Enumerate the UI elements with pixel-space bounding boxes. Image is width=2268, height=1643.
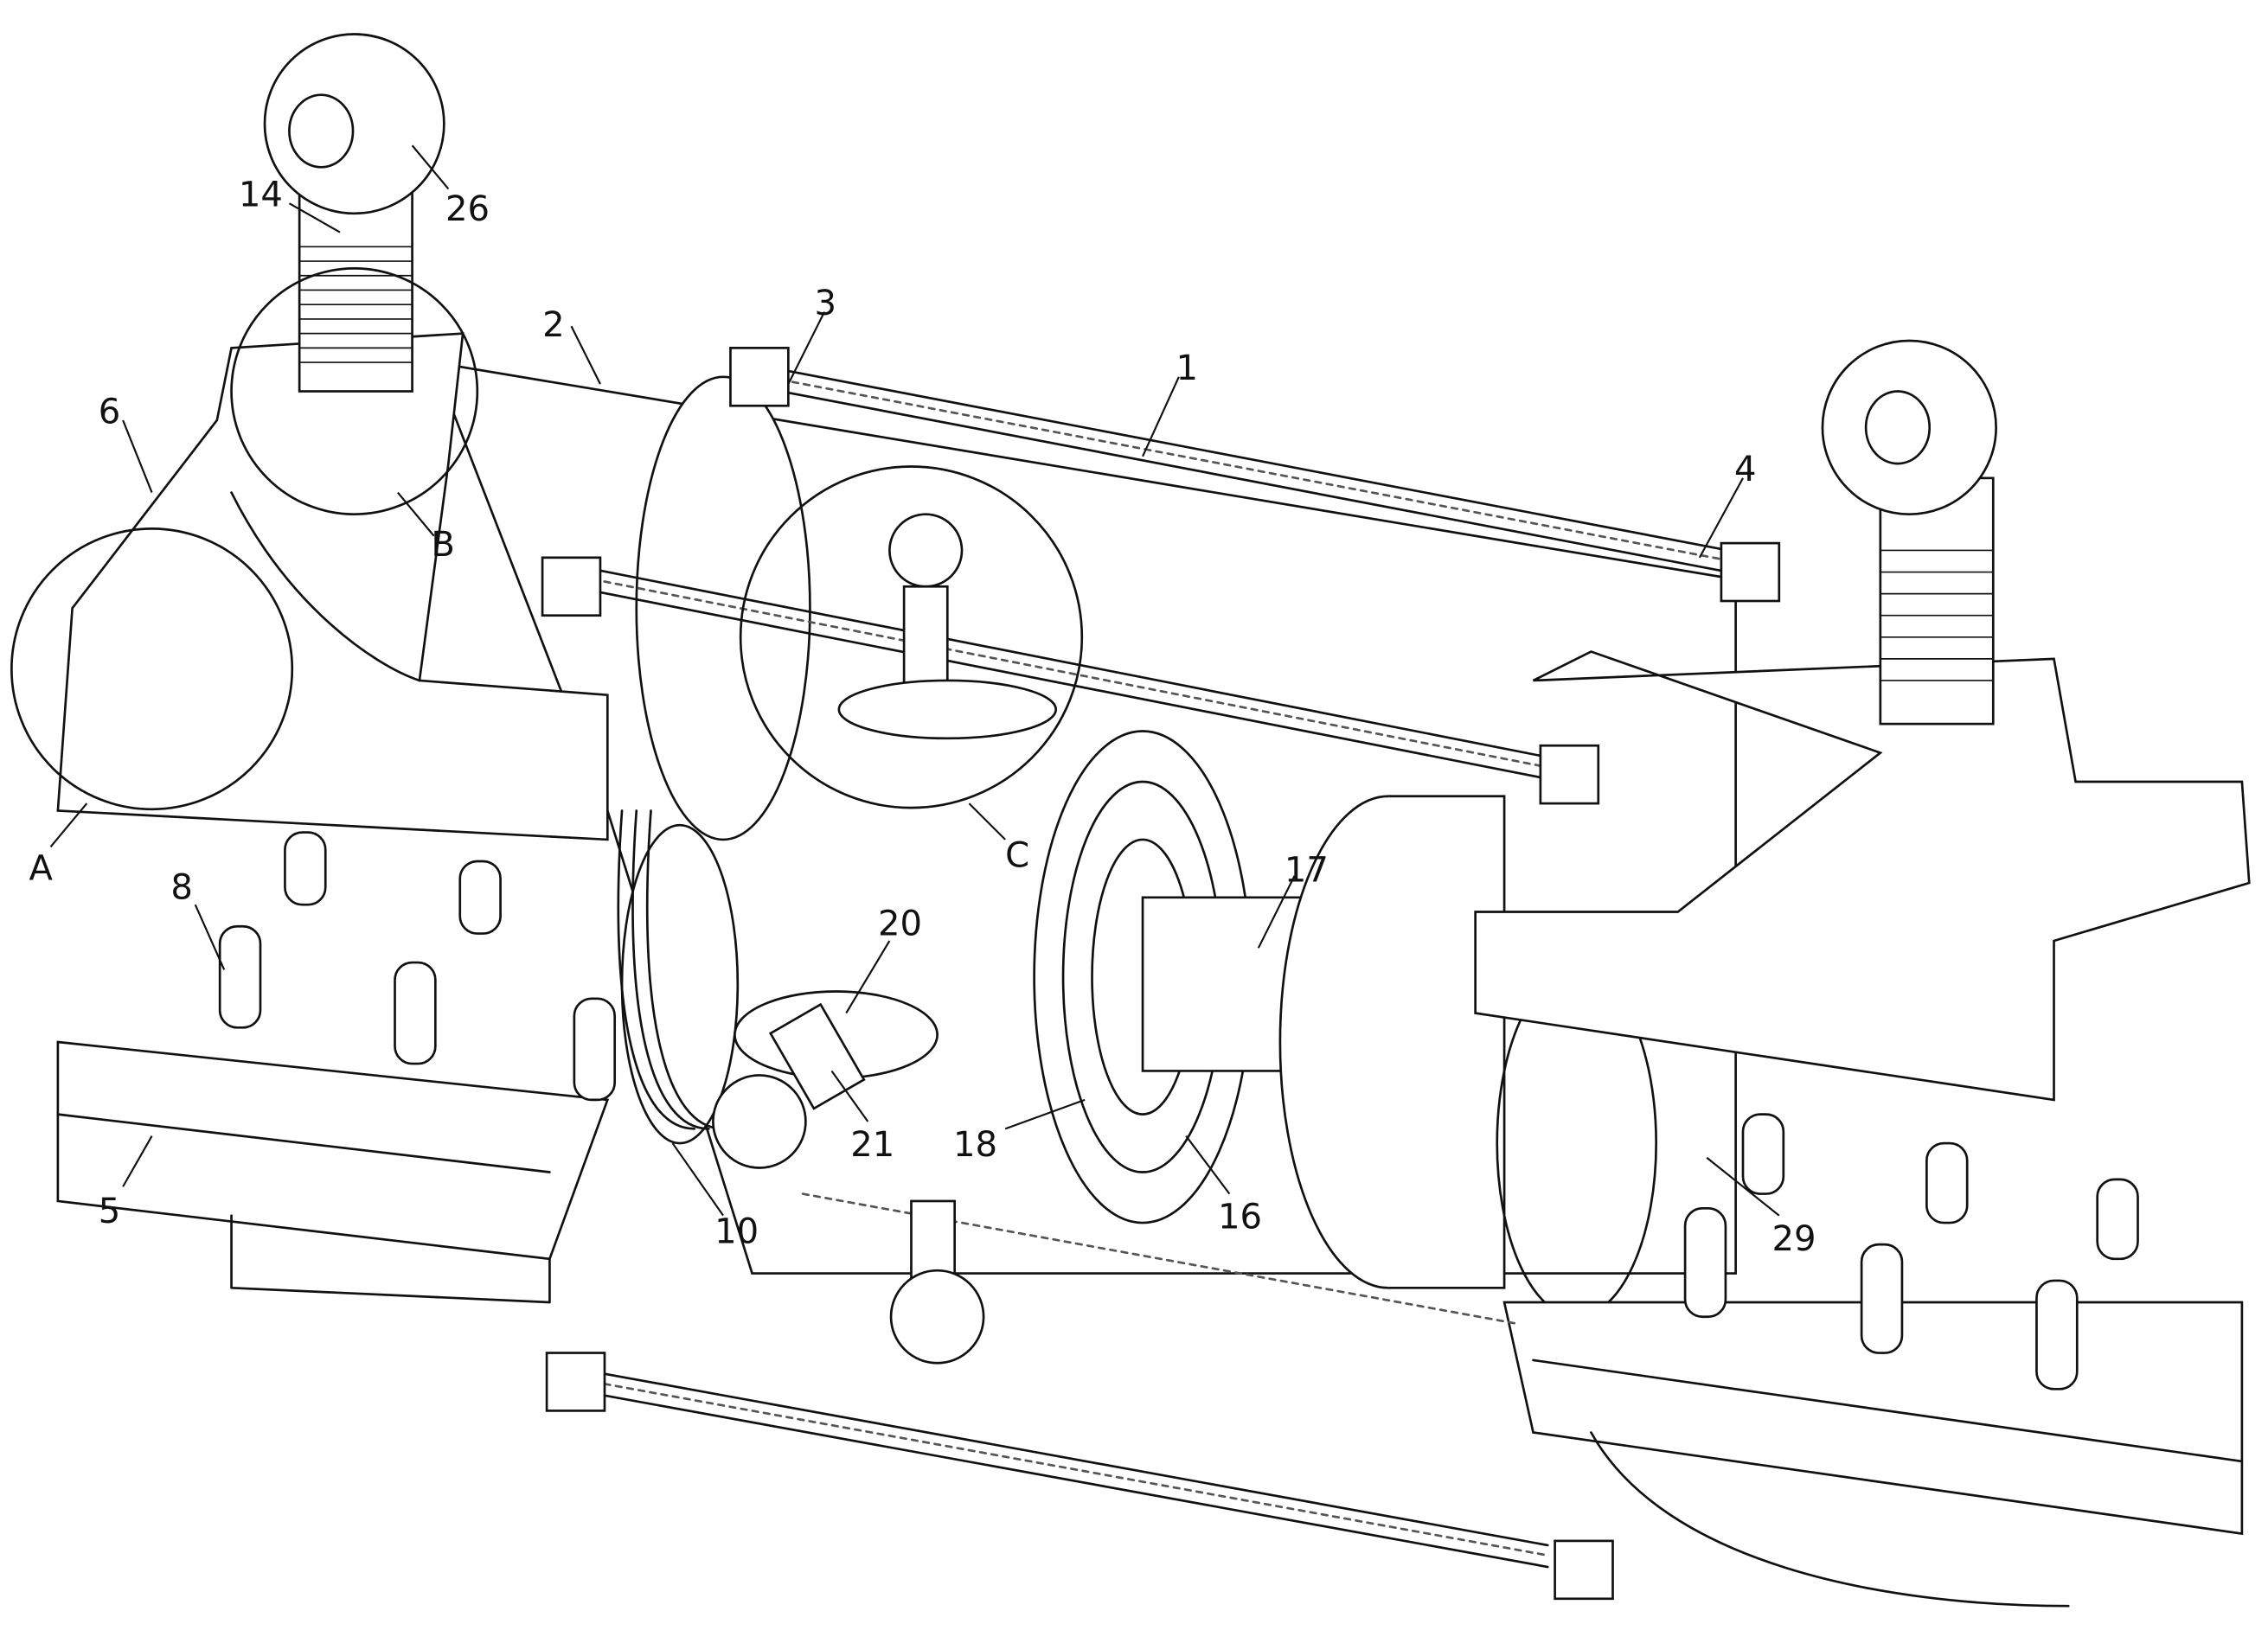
label-17: 17 <box>1285 850 1329 890</box>
label-3: 3 <box>814 284 836 323</box>
pins-8-left <box>220 833 615 1100</box>
label-a: A <box>29 849 53 889</box>
label-5: 5 <box>99 1192 121 1231</box>
label-4: 4 <box>1734 450 1757 489</box>
label-8: 8 <box>170 867 193 907</box>
label-16: 16 <box>1218 1198 1262 1237</box>
shaft-17 <box>1143 898 1302 1071</box>
label-1: 1 <box>1176 348 1198 388</box>
label-10: 10 <box>714 1211 759 1251</box>
label-6: 6 <box>99 392 121 432</box>
label-18: 18 <box>953 1125 997 1165</box>
threaded-rod-bottom <box>547 1353 1612 1599</box>
label-14: 14 <box>239 175 283 214</box>
label-b: B <box>431 525 455 565</box>
label-2: 2 <box>542 305 565 345</box>
label-29: 29 <box>1771 1219 1816 1259</box>
ball-knob-26 <box>265 34 444 213</box>
lower-left-clamp-5 <box>58 1042 607 1302</box>
label-c: C <box>1005 836 1029 876</box>
label-26: 26 <box>445 189 490 229</box>
label-20: 20 <box>878 904 922 943</box>
label-21: 21 <box>850 1125 894 1165</box>
